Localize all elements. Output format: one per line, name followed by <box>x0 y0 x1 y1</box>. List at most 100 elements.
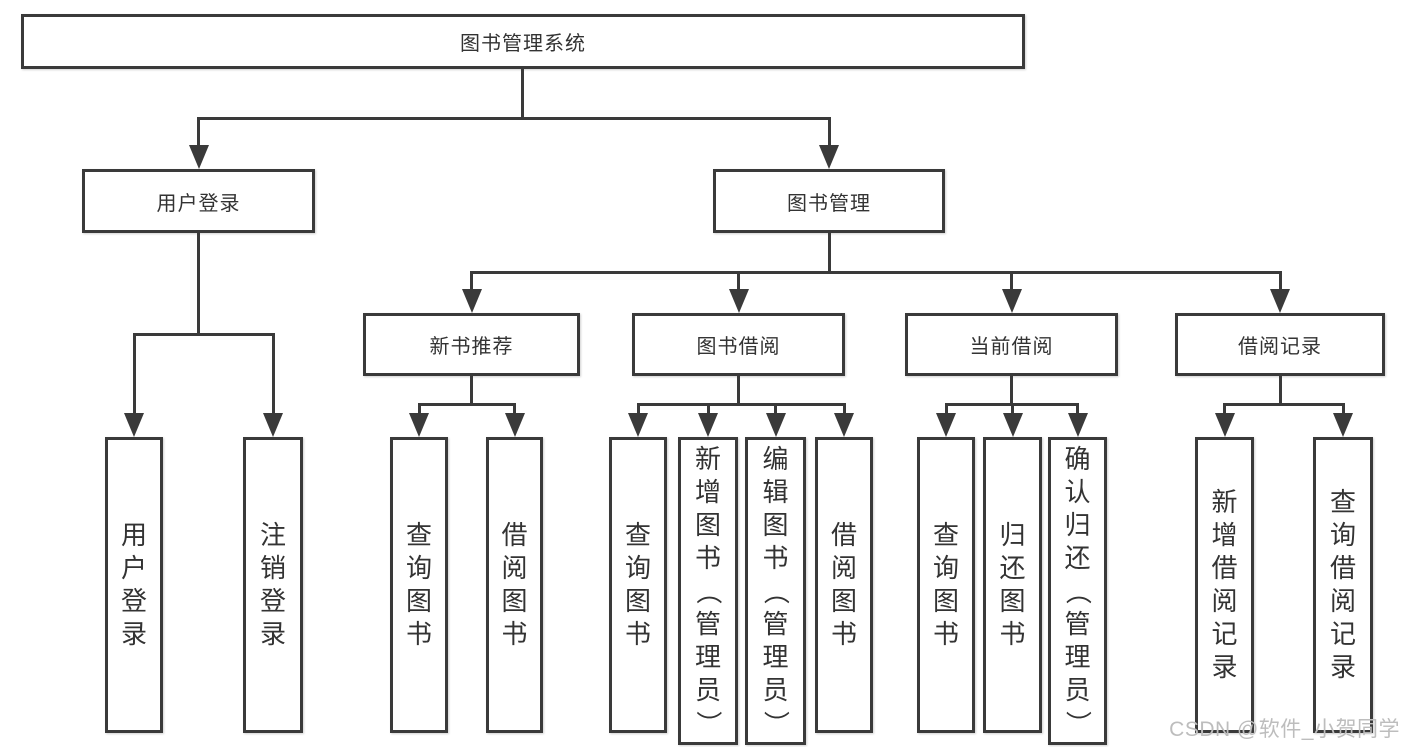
vertical-char: 图 <box>932 586 959 616</box>
leaf-query-books-borrow: 查询图书 <box>609 437 667 733</box>
vertical-char: 书 <box>624 619 651 649</box>
connector-line <box>827 117 831 149</box>
vertical-char: 查 <box>1329 487 1356 517</box>
arrow-down-icon <box>188 145 209 169</box>
connector-line <box>842 403 846 417</box>
arrow-down-icon <box>504 413 525 437</box>
arrow-down-icon <box>1002 413 1023 437</box>
leaf-confirm-return-admin: 确认归还（管理员） <box>1048 437 1107 745</box>
vertical-char: 增 <box>694 476 721 507</box>
arrow-down-icon <box>1333 413 1353 437</box>
watermark: CSDN @软件_小贺同学 <box>1169 718 1400 741</box>
connector-line <box>132 333 136 417</box>
arrow-down-icon <box>1270 289 1290 313</box>
vertical-char: 图 <box>624 586 651 616</box>
vertical-char: 查 <box>405 520 432 550</box>
connector-line <box>636 403 846 406</box>
vertical-char: 员 <box>1064 674 1091 705</box>
vertical-char: 书 <box>932 619 959 649</box>
leaf-borrow-books-recommend: 借阅图书 <box>486 437 543 733</box>
connector-line <box>470 271 473 291</box>
connector-line <box>1223 403 1226 417</box>
connector-line <box>827 233 831 274</box>
connector-line <box>774 403 777 417</box>
vertical-char: 归 <box>1064 509 1091 540</box>
vertical-char: 借 <box>501 520 528 550</box>
vertical-char: 辑 <box>762 476 789 507</box>
connector-line <box>197 117 831 120</box>
connector-line <box>706 403 710 417</box>
vertical-char: 书 <box>694 542 721 573</box>
node-root-library-system: 图书管理系统 <box>21 14 1025 69</box>
arrow-down-icon <box>124 413 144 437</box>
vertical-char: 管 <box>694 608 721 639</box>
vertical-char: 理 <box>1064 641 1091 672</box>
vertical-char: 理 <box>762 641 789 672</box>
vertical-char: 录 <box>1211 652 1238 682</box>
vertical-char: 认 <box>1064 476 1091 507</box>
arrow-down-icon <box>698 413 718 437</box>
vertical-char: 阅 <box>830 553 857 583</box>
arrow-down-icon <box>1214 413 1235 437</box>
vertical-char: 借 <box>1329 553 1356 583</box>
vertical-char: 书 <box>405 619 432 649</box>
vertical-char: 归 <box>999 520 1026 550</box>
leaf-edit-books-admin: 编辑图书（管理员） <box>745 437 806 745</box>
arrow-down-icon <box>936 413 956 437</box>
vertical-char: 图 <box>999 586 1026 616</box>
vertical-char: 理 <box>694 641 721 672</box>
connector-line <box>513 403 516 417</box>
leaf-query-books-current: 查询图书 <box>917 437 975 733</box>
node-user-login: 用户登录 <box>82 169 315 233</box>
vertical-char: ） <box>693 709 724 736</box>
connector-line <box>944 403 948 417</box>
vertical-char: 录 <box>120 619 147 649</box>
connector-line <box>1341 403 1345 417</box>
leaf-logout: 注销登录 <box>243 437 303 733</box>
connector-line <box>417 403 421 417</box>
connector-line <box>521 69 524 119</box>
node-current-borrow: 当前借阅 <box>905 313 1118 376</box>
arrow-down-icon <box>834 413 854 437</box>
vertical-char: 图 <box>501 586 528 616</box>
vertical-char: 借 <box>1211 553 1238 583</box>
node-new-book-recommend: 新书推荐 <box>363 313 580 376</box>
arrow-down-icon <box>1001 289 1022 313</box>
connector-line <box>271 333 275 417</box>
leaf-query-books-recommend: 查询图书 <box>390 437 448 733</box>
connector-line <box>1223 403 1345 406</box>
vertical-char: 书 <box>999 619 1026 649</box>
node-borrow-records: 借阅记录 <box>1175 313 1385 376</box>
arrow-down-icon <box>409 413 429 437</box>
vertical-char: 员 <box>694 674 721 705</box>
vertical-char: 询 <box>405 553 432 583</box>
node-book-borrow: 图书借阅 <box>632 313 845 376</box>
node-book-management: 图书管理 <box>713 169 945 233</box>
vertical-char: 管 <box>762 608 789 639</box>
leaf-user-login: 用户登录 <box>105 437 163 733</box>
vertical-char: 注 <box>259 520 286 550</box>
vertical-char: 销 <box>259 553 286 583</box>
vertical-char: 记 <box>1329 619 1356 649</box>
connector-line <box>1010 376 1013 406</box>
connector-line <box>470 376 473 406</box>
connector-line <box>1076 403 1079 417</box>
vertical-char: 查 <box>932 520 959 550</box>
connector-line <box>1010 271 1013 291</box>
connector-line <box>197 117 200 149</box>
vertical-char: ） <box>1063 709 1093 736</box>
connector-line <box>1278 376 1282 406</box>
vertical-char: 还 <box>999 553 1026 583</box>
vertical-char: 记 <box>1211 619 1238 649</box>
arrow-down-icon <box>728 289 749 313</box>
vertical-char: 图 <box>762 509 789 540</box>
vertical-char: 阅 <box>1211 586 1238 616</box>
vertical-char: 户 <box>120 553 147 583</box>
vertical-char: 书 <box>501 619 528 649</box>
vertical-char: 图 <box>694 509 721 540</box>
leaf-return-books: 归还图书 <box>983 437 1042 733</box>
vertical-char: （ <box>693 577 724 604</box>
connector-line <box>737 376 740 406</box>
connector-line <box>737 271 740 291</box>
connector-line <box>417 403 516 406</box>
